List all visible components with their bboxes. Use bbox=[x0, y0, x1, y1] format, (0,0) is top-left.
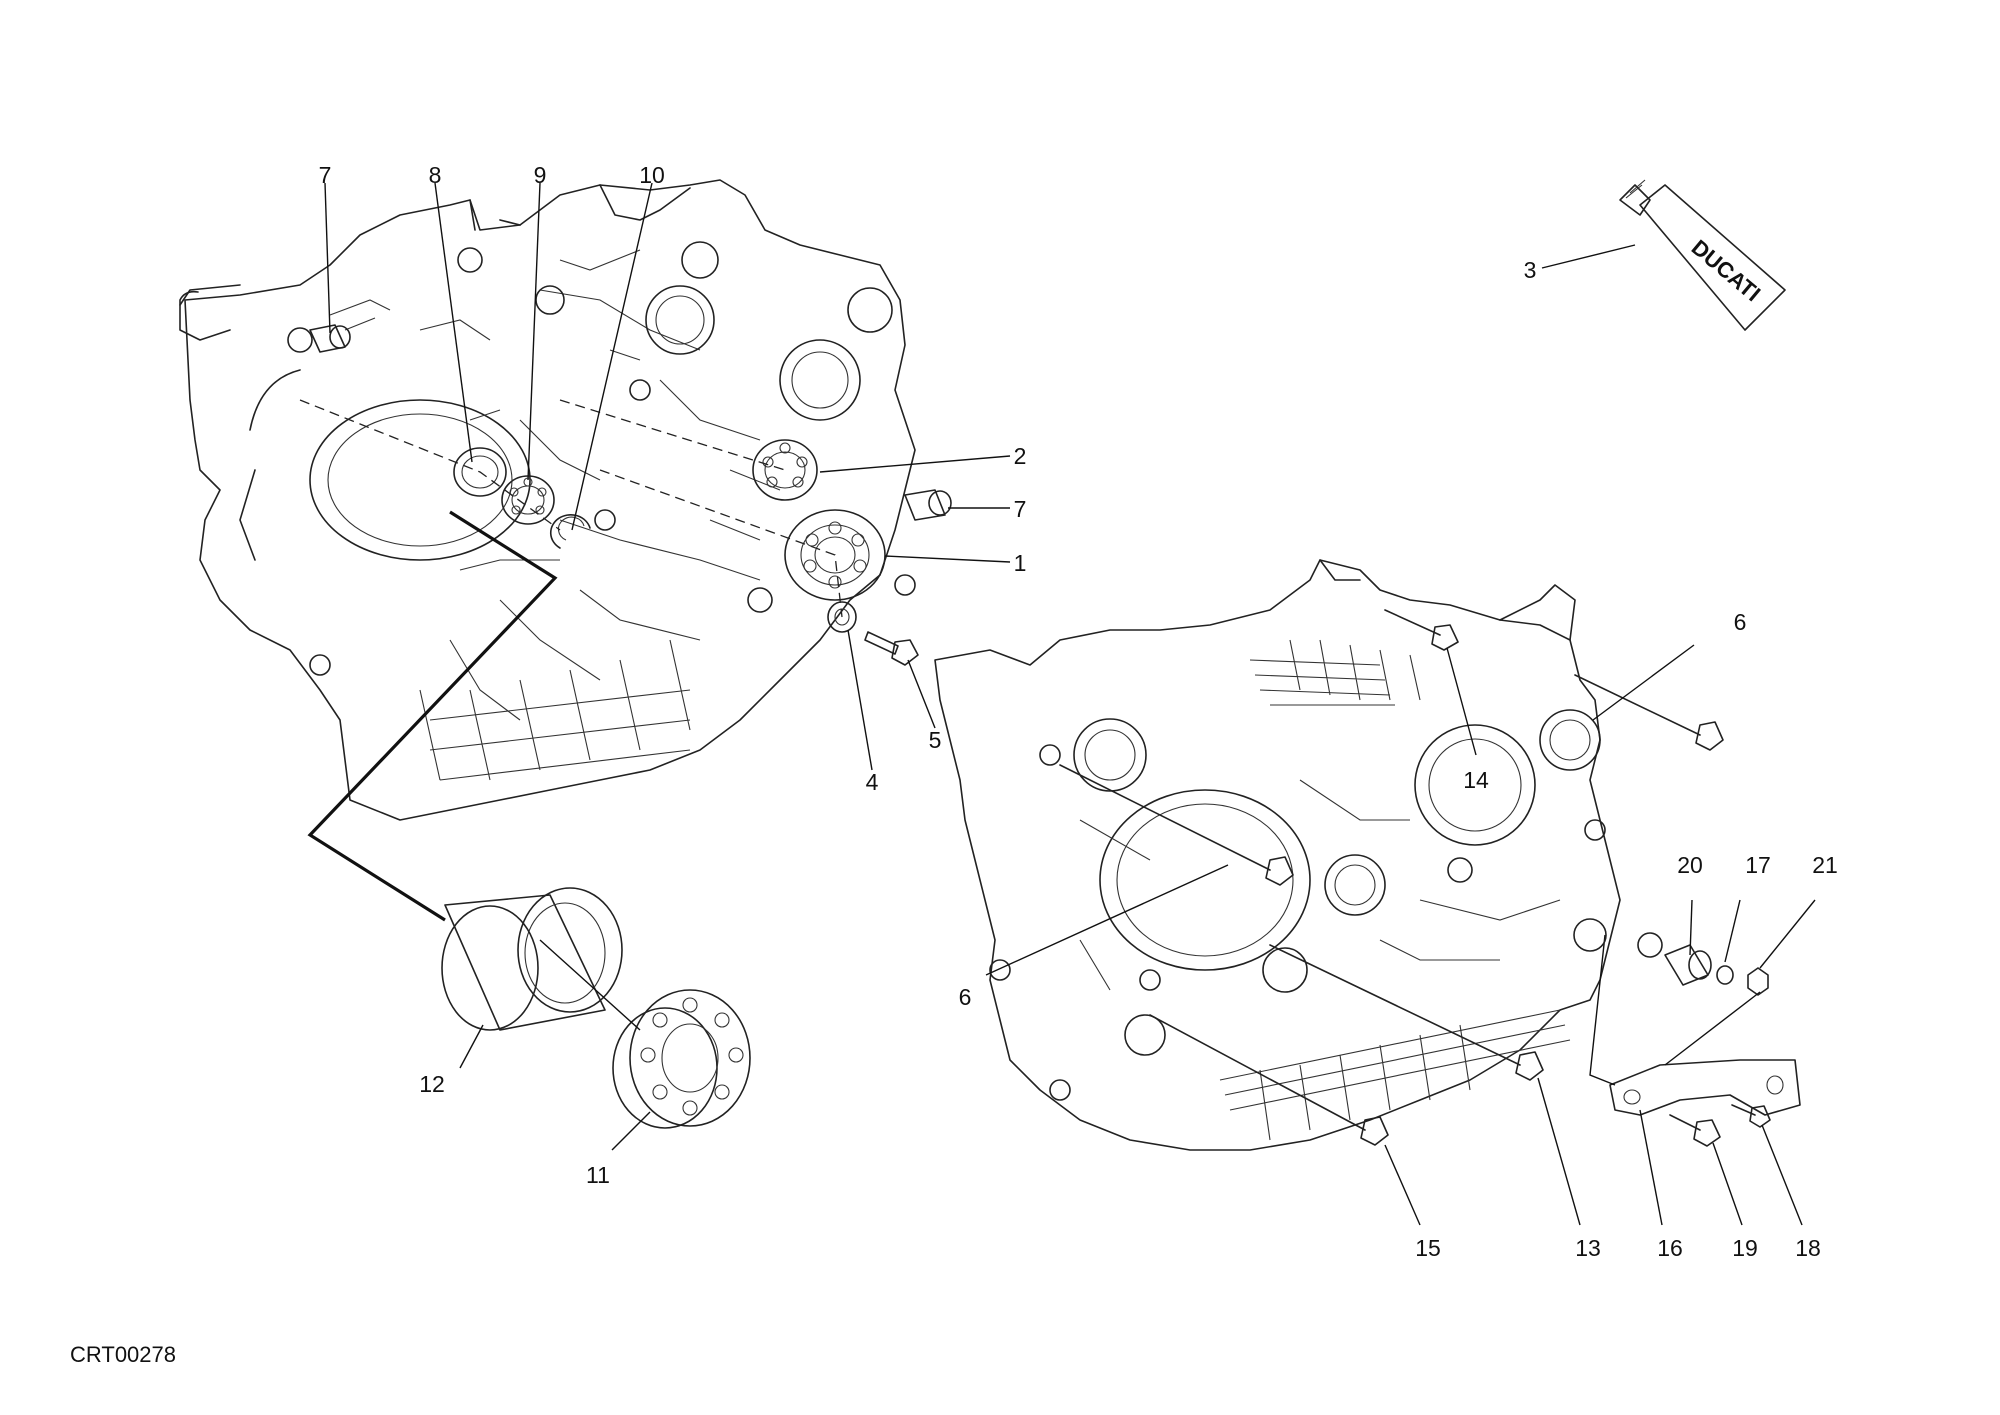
bearing-group-leader bbox=[307, 510, 558, 922]
right-crankcase-half bbox=[934, 559, 1621, 1151]
dowel-pin-7-right bbox=[904, 489, 952, 521]
bushing-12 bbox=[441, 887, 623, 1031]
assembly-axis-line bbox=[539, 939, 641, 1031]
callout-label: 10 bbox=[639, 162, 665, 188]
bolt-5 bbox=[864, 631, 919, 666]
bolt-19 bbox=[1669, 1114, 1721, 1147]
seal-8 bbox=[453, 447, 507, 497]
callout-label: 16 bbox=[1657, 1235, 1683, 1261]
callout-label: 15 bbox=[1415, 1235, 1441, 1261]
bolt-13 bbox=[1269, 944, 1544, 1081]
left-crankcase-half bbox=[179, 179, 916, 821]
bolt-6-long bbox=[1059, 764, 1294, 886]
screw-18 bbox=[1731, 1104, 1771, 1128]
callout-label: 6 bbox=[1734, 609, 1747, 635]
stud-14 bbox=[1384, 609, 1459, 651]
assembly-axis-line bbox=[559, 399, 786, 471]
callout-label: 2 bbox=[1014, 443, 1027, 469]
callout-label: 19 bbox=[1732, 1235, 1758, 1261]
nut-21 bbox=[1747, 967, 1769, 996]
washer-17 bbox=[1716, 965, 1734, 985]
callout-label: 6 bbox=[959, 984, 972, 1010]
callout-label: 14 bbox=[1463, 767, 1489, 793]
bearing-11 bbox=[612, 989, 751, 1129]
sealant-tube-3: DUCATI bbox=[1619, 179, 1786, 331]
spacer-20 bbox=[1664, 944, 1712, 986]
mounting-boss bbox=[1573, 918, 1607, 952]
callout-label: 17 bbox=[1745, 852, 1771, 878]
bolt-6-right bbox=[1574, 674, 1724, 751]
callout-label: 11 bbox=[586, 1162, 610, 1188]
assembly-axis-line bbox=[299, 399, 561, 531]
callout-label: 8 bbox=[429, 162, 442, 188]
bolt-15 bbox=[1149, 1014, 1389, 1146]
callout-label: 3 bbox=[1524, 257, 1537, 283]
callout-label: 4 bbox=[866, 769, 879, 795]
bearing-1 bbox=[784, 509, 886, 601]
callout-label: 9 bbox=[534, 162, 547, 188]
callout-label: 5 bbox=[929, 727, 942, 753]
callout-label: 21 bbox=[1812, 852, 1838, 878]
washer-4 bbox=[827, 601, 857, 633]
callout-label: 1 bbox=[1014, 550, 1027, 576]
callout-labels: 7 8 9 10 3 2 7 1 4 5 6 14 20 17 21 6 12 … bbox=[319, 162, 1838, 1261]
bearing-9 bbox=[501, 475, 555, 525]
bracket-16 bbox=[1609, 1059, 1801, 1116]
callout-label: 7 bbox=[1014, 496, 1027, 522]
tube-brand-label: DUCATI bbox=[1687, 235, 1765, 307]
callout-label: 7 bbox=[319, 162, 332, 188]
bearing-2 bbox=[752, 439, 818, 501]
assembly-axis-line bbox=[1589, 934, 1616, 1086]
leader-lines bbox=[324, 182, 1816, 1226]
dowel-pin-7-left bbox=[309, 324, 351, 353]
mounting-boss bbox=[1637, 932, 1663, 958]
assembly-axis-line bbox=[1664, 991, 1761, 1066]
callout-label: 20 bbox=[1677, 852, 1703, 878]
assembly-axis-line bbox=[599, 469, 843, 618]
callout-label: 18 bbox=[1795, 1235, 1821, 1261]
diagram-code: CRT00278 bbox=[70, 1342, 176, 1367]
callout-label: 13 bbox=[1575, 1235, 1601, 1261]
circlip-10 bbox=[549, 514, 591, 549]
callout-label: 12 bbox=[419, 1071, 445, 1097]
